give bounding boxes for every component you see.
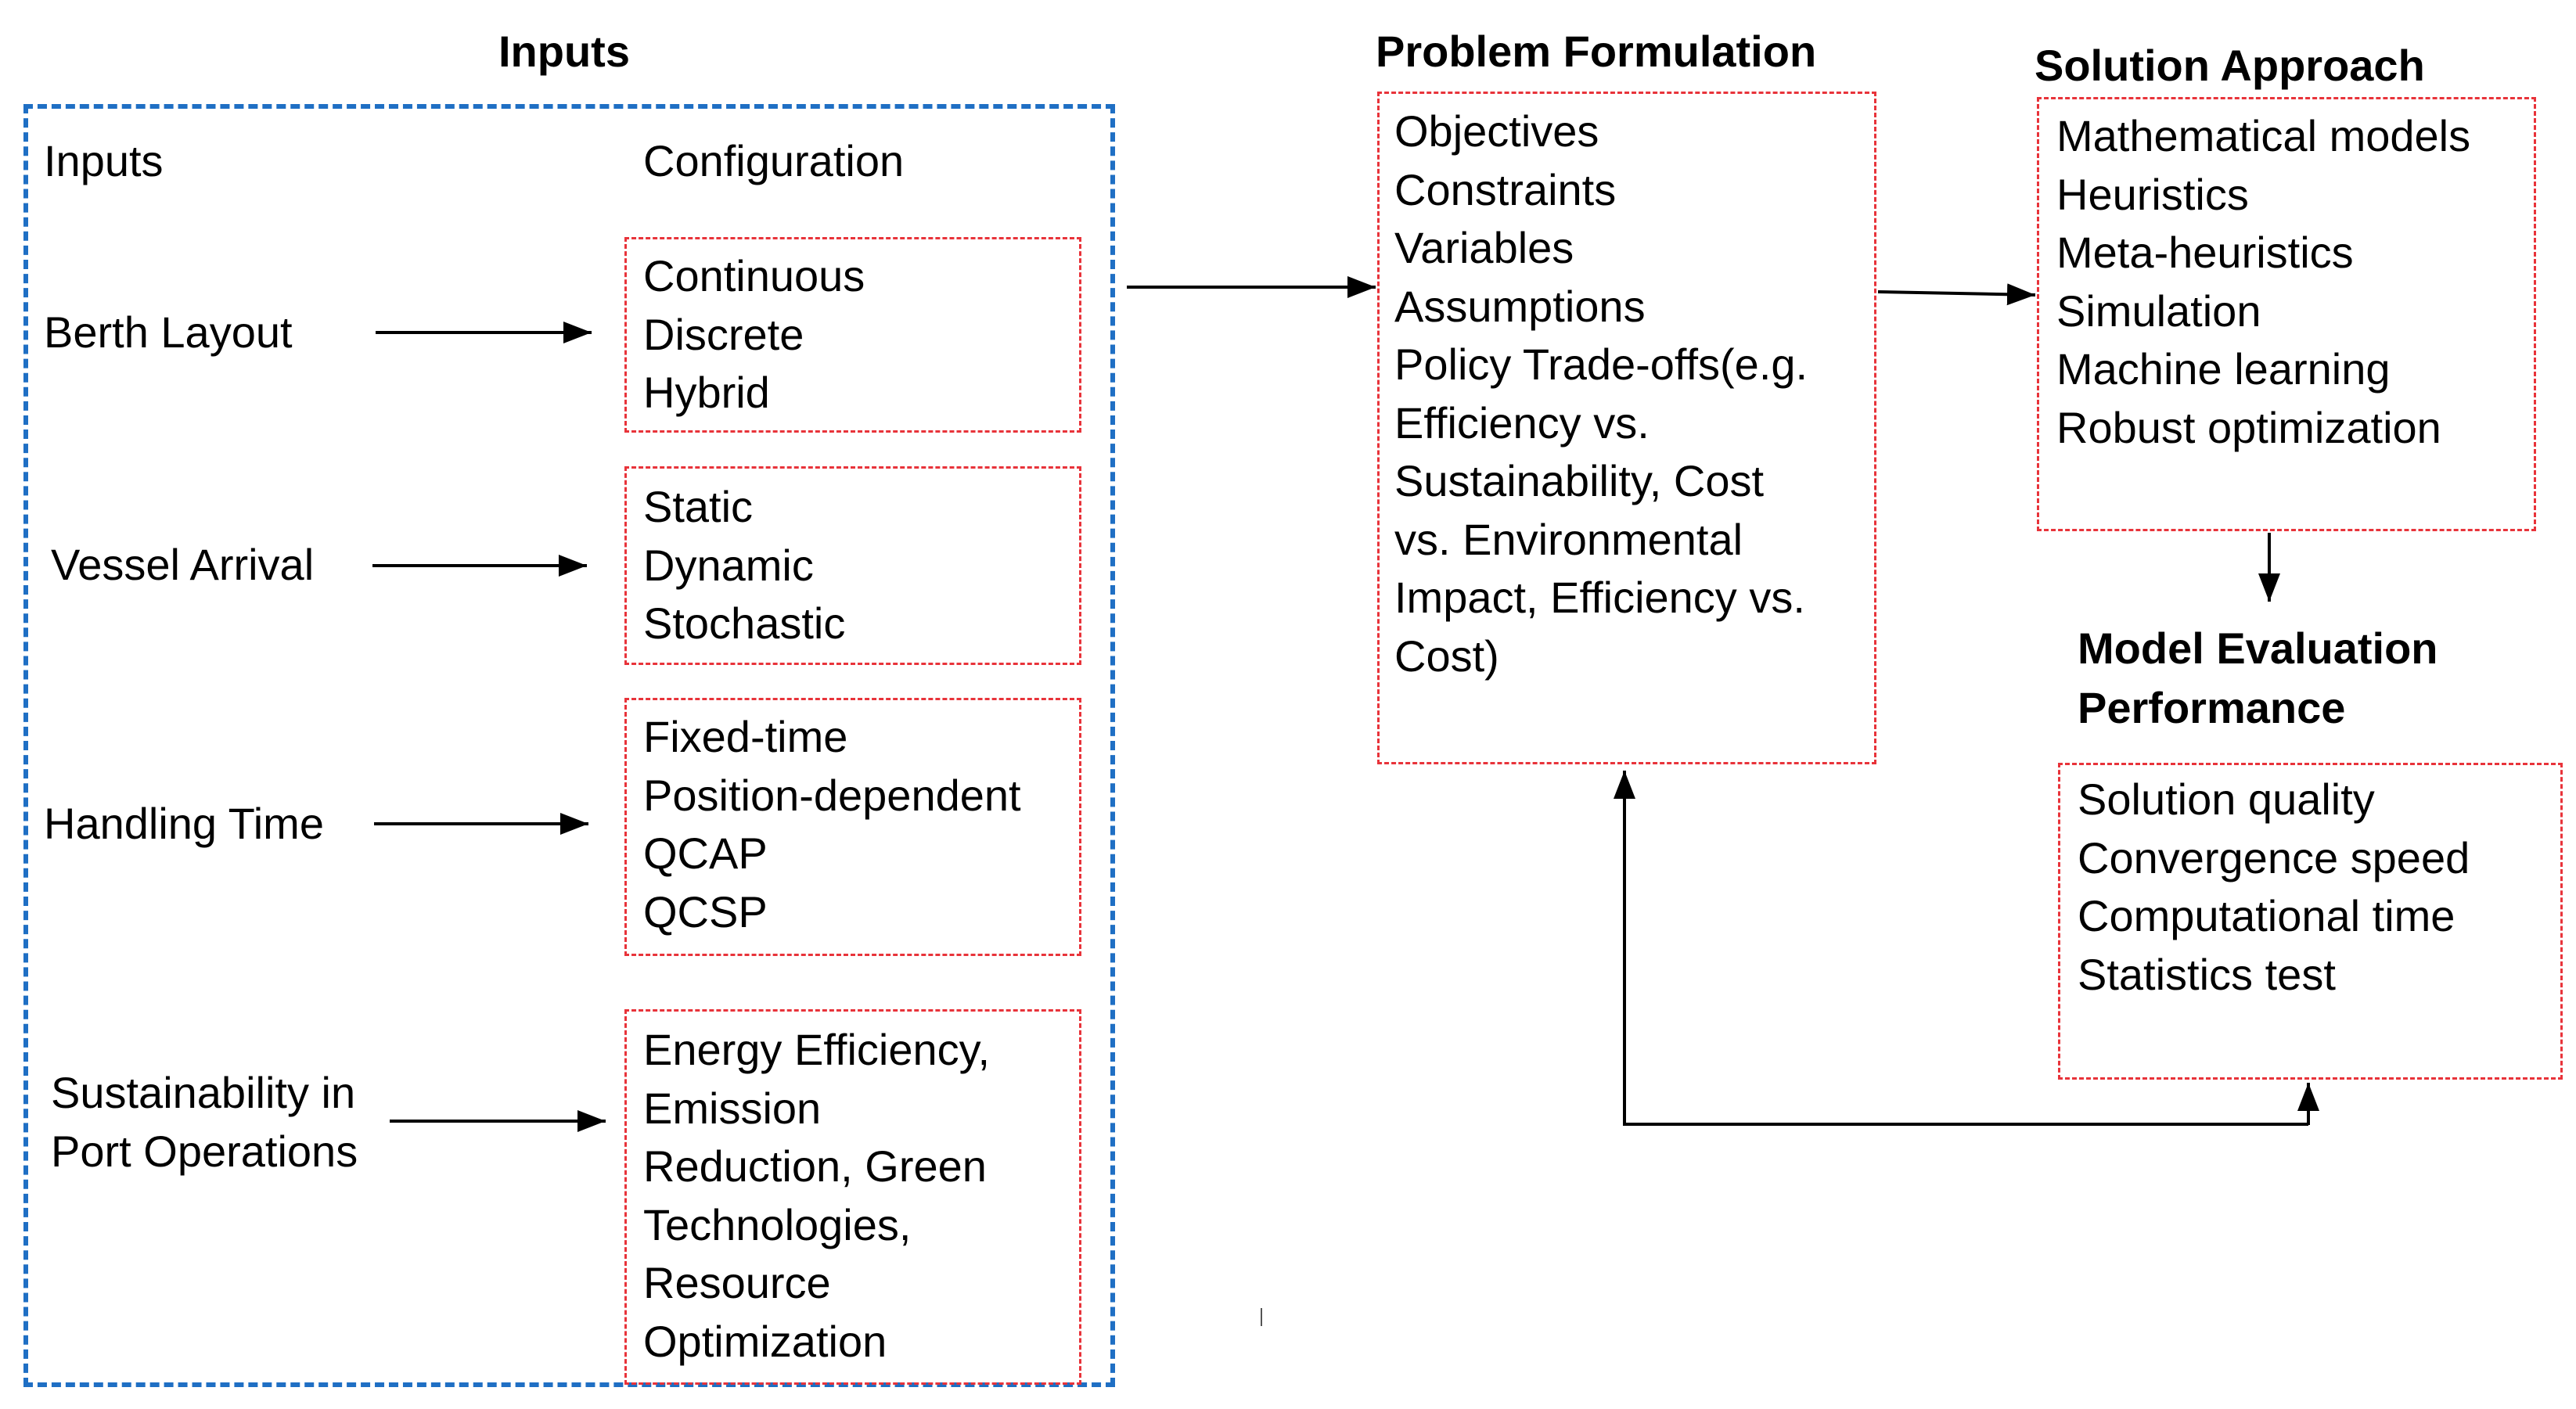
solution-item-robust-optimization: Robust optimization (2056, 402, 2441, 452)
option-energy-efficiency: Energy Efficiency, (643, 1025, 991, 1074)
model-evaluation-title-line-1: Model Evaluation (2078, 624, 2438, 673)
input-handling-time: Handling Time (44, 799, 324, 848)
sustainability-options: Energy Efficiency, Emission Reduction, G… (643, 1021, 990, 1371)
vessel-arrival-options: Static Dynamic Stochastic (643, 478, 845, 653)
model-evaluation-items: Solution quality Convergence speed Compu… (2078, 771, 2470, 1004)
option-stochastic: Stochastic (643, 598, 846, 648)
problem-formulation-items: Objectives Constraints Variables Assumpt… (1394, 102, 1808, 685)
model-evaluation-box (2058, 763, 2563, 1080)
problem-formulation-title: Problem Formulation (1376, 27, 1817, 76)
solution-item-meta-heuristics: Meta-heuristics (2056, 228, 2354, 277)
berth-layout-options: Continuous Discrete Hybrid (643, 247, 865, 422)
model-evaluation-title: Model Evaluation Performance (2078, 619, 2438, 738)
solution-item-machine-learning: Machine learning (2056, 344, 2391, 394)
problem-item-tradeoffs-6: Cost) (1394, 631, 1499, 681)
problem-formulation-box (1377, 92, 1876, 764)
inputs-group (23, 104, 1115, 1387)
option-position-dependent: Position-dependent (643, 770, 1021, 820)
evaluation-item-convergence-speed: Convergence speed (2078, 832, 2470, 882)
option-technologies: Technologies, (643, 1199, 912, 1249)
evaluation-item-computational-time: Computational time (2078, 891, 2455, 940)
berth-layout-options-box (624, 237, 1081, 433)
solution-approach-items: Mathematical models Heuristics Meta-heur… (2056, 107, 2470, 457)
option-continuous: Continuous (643, 251, 865, 300)
configuration-column-header: Configuration (643, 136, 905, 185)
sustainability-options-box (624, 1009, 1081, 1385)
problem-item-variables: Variables (1394, 223, 1574, 272)
problem-item-constraints: Constraints (1394, 164, 1617, 214)
option-fixed-time: Fixed-time (643, 712, 848, 761)
inputs-title: Inputs (498, 27, 630, 76)
model-evaluation-title-line-2: Performance (2078, 683, 2346, 732)
sustainability-label-line-2: Port Operations (51, 1126, 358, 1176)
problem-item-tradeoffs-5: Impact, Efficiency vs. (1394, 573, 1805, 622)
solution-approach-title: Solution Approach (2035, 41, 2425, 90)
problem-item-tradeoffs-3: Sustainability, Cost (1394, 456, 1765, 505)
problem-item-objectives: Objectives (1394, 106, 1599, 156)
inputs-column-header: Inputs (44, 136, 164, 185)
solution-item-heuristics: Heuristics (2056, 169, 2249, 219)
handling-time-options-box (624, 698, 1081, 956)
sustainability-label-line-1: Sustainability in (51, 1068, 356, 1117)
evaluation-item-solution-quality: Solution quality (2078, 775, 2375, 824)
problem-item-tradeoffs-4: vs. Environmental (1394, 514, 1743, 564)
option-static: Static (643, 482, 754, 531)
problem-item-tradeoffs-2: Efficiency vs. (1394, 397, 1650, 448)
solution-approach-box (2037, 97, 2536, 531)
option-dynamic: Dynamic (643, 540, 814, 590)
input-sustainability: Sustainability in Port Operations (51, 1064, 358, 1181)
feedback-loop-line (1614, 771, 2310, 1126)
input-vessel-arrival: Vessel Arrival (51, 540, 315, 589)
problem-item-tradeoffs-1: Policy Trade-offs(e.g. (1394, 340, 1808, 389)
option-reduction-green: Reduction, Green (643, 1141, 987, 1191)
evaluation-item-statistics-test: Statistics test (2078, 949, 2336, 999)
solution-item-mathematical-models: Mathematical models (2056, 111, 2471, 160)
option-optimization: Optimization (643, 1316, 887, 1366)
option-resource: Resource (643, 1258, 831, 1307)
option-emission: Emission (643, 1083, 822, 1133)
problem-item-assumptions: Assumptions (1394, 281, 1646, 331)
arrow-problem-to-solution (1877, 283, 2036, 306)
option-discrete: Discrete (643, 309, 804, 359)
solution-item-simulation: Simulation (2056, 286, 2261, 336)
input-berth-layout: Berth Layout (44, 307, 293, 357)
option-hybrid: Hybrid (643, 368, 770, 417)
vessel-arrival-options-box (624, 466, 1081, 665)
option-qcsp: QCSP (643, 886, 768, 936)
handling-time-options: Fixed-time Position-dependent QCAP QCSP (643, 708, 1021, 941)
option-qcap: QCAP (643, 829, 768, 878)
